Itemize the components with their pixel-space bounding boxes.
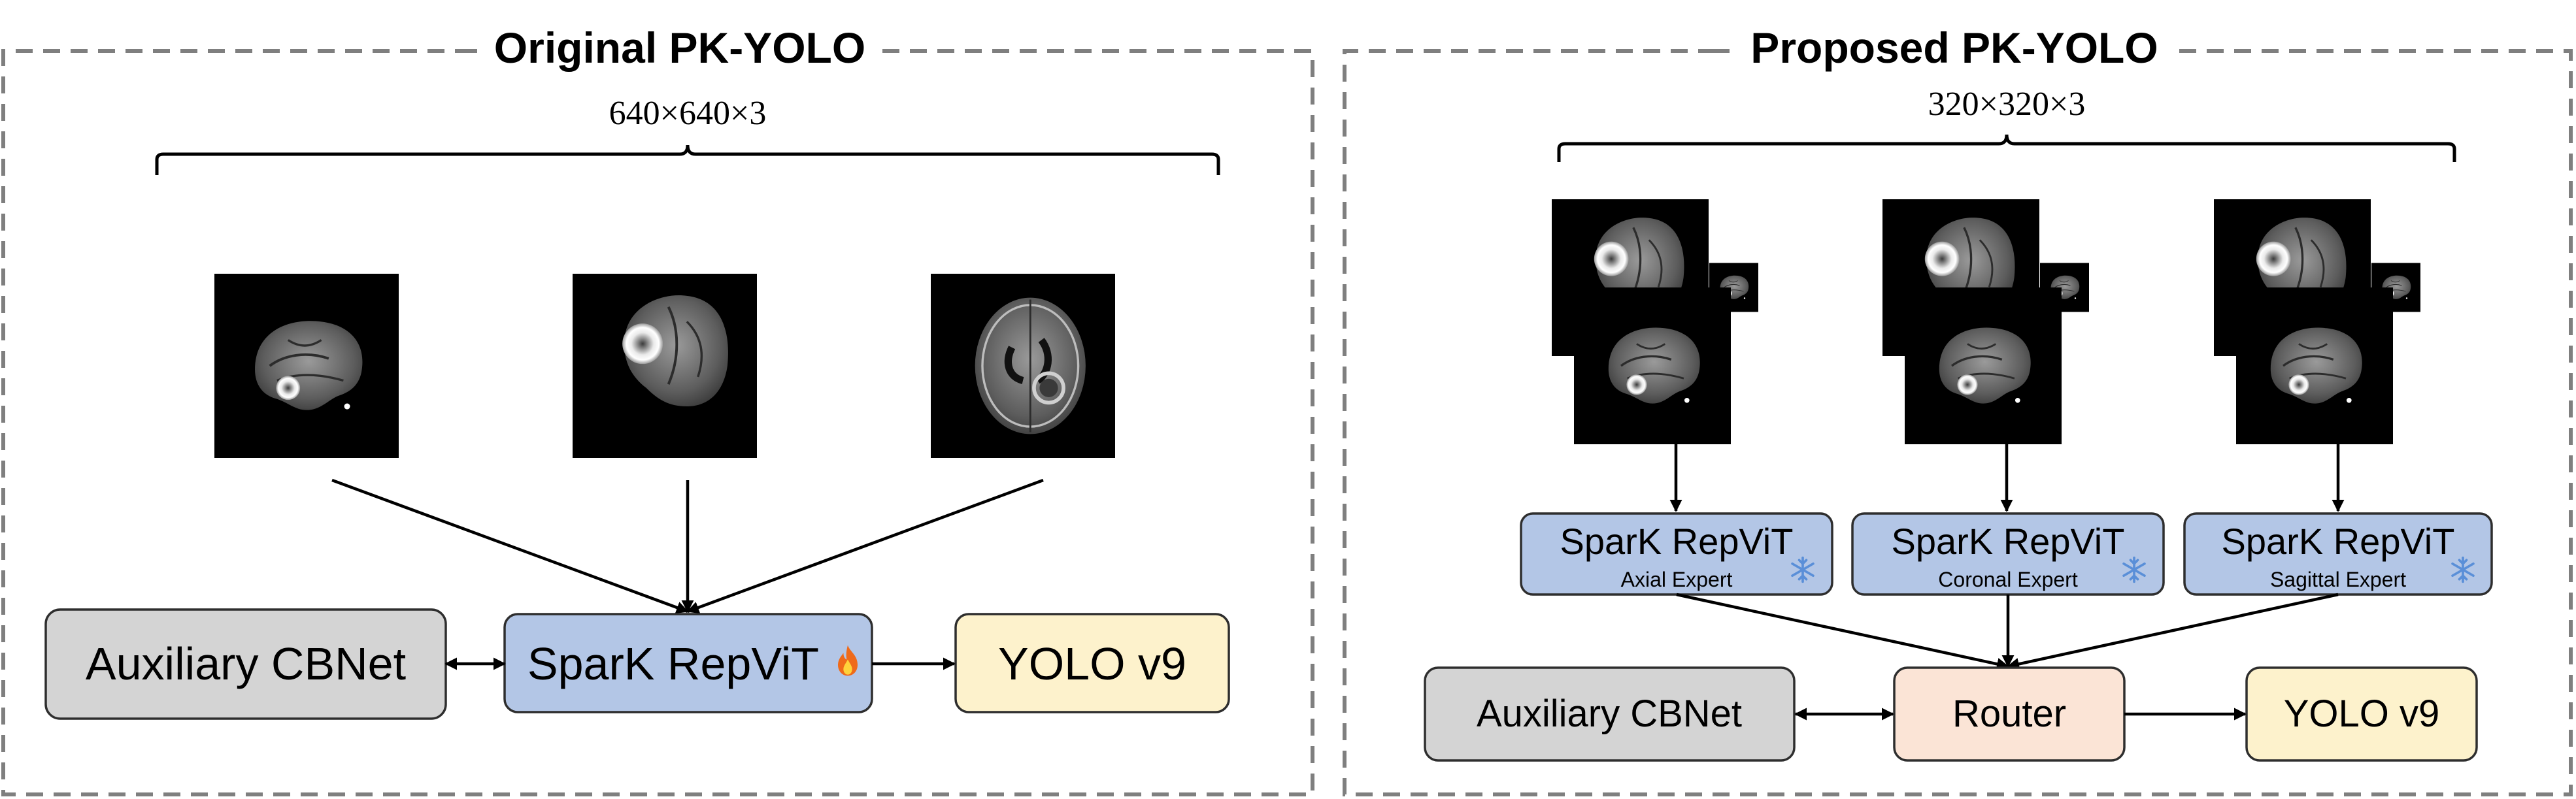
right-yolo-box: YOLO v9 [2245,666,2478,762]
coronal-expert-box: SparK RepViT Coronal Expert [1851,512,2165,596]
left-axial-to-backbone-arrow [686,478,1044,613]
left-auxiliary-cbnet-box: Auxiliary CBNet [44,608,447,720]
left-yolo-label: YOLO v9 [998,638,1186,689]
sagittal-stack-front-image [2236,287,2393,444]
coronal-expert-sublabel: Coronal Expert [1938,568,2078,591]
left-input-brace [155,144,1220,175]
sagittal-expert-label: SparK RepViT [2222,521,2455,562]
right-yolo-label: YOLO v9 [2284,693,2440,735]
sagittal-expert-sublabel: Sagittal Expert [2270,568,2406,591]
coronal-stack-front-image [1905,287,2062,444]
router-box: Router [1893,666,2126,762]
right-auxiliary-cbnet-box: Auxiliary CBNet [1424,666,1796,762]
left-sagittal-to-backbone-arrow [331,478,689,613]
left-auxiliary-cbnet-label: Auxiliary CBNet [86,638,406,689]
sagittal-image-stack [2214,199,2420,444]
left-yolo-box: YOLO v9 [954,613,1230,713]
right-input-size: 320×320×3 [1928,86,2086,123]
axial-image-stack [1552,199,1758,444]
axial-expert-to-router-arrow [1676,593,2009,670]
coronal-image-stack [1882,199,2089,444]
right-input-brace [1557,134,2456,162]
router-label: Router [1952,693,2066,735]
left-backbone-label: SparK RepViT [527,638,819,689]
coronal-expert-label: SparK RepViT [1892,521,2125,562]
sagittal-expert-box: SparK RepViT Sagittal Expert [2183,512,2493,596]
right-panel-title: Proposed PK-YOLO [1750,24,2158,72]
sagittal-expert-to-router-arrow [2007,593,2339,670]
axial-expert-label: SparK RepViT [1560,521,1794,562]
left-backbone-box: SparK RepViT [503,613,873,713]
left-panel-frame [1,49,1314,796]
right-auxiliary-cbnet-label: Auxiliary CBNet [1477,693,1742,735]
left-input-size: 640×640×3 [609,95,767,132]
axial-stack-front-image [1574,287,1731,444]
left-panel: Original PK-YOLO 640×640×3 Auxiliary CBN… [1,20,1314,796]
left-panel-title: Original PK-YOLO [494,24,865,72]
right-panel: Proposed PK-YOLO 320×320×3 SparK RepViT … [1343,20,2573,796]
axial-expert-box: SparK RepViT Axial Expert [1520,512,1833,596]
axial-expert-sublabel: Axial Expert [1621,568,1733,591]
left-mri-coronal-image [573,274,757,458]
left-mri-sagittal-image [214,274,399,458]
right-panel-frame [1343,49,2573,796]
left-mri-axial-image [931,274,1115,458]
